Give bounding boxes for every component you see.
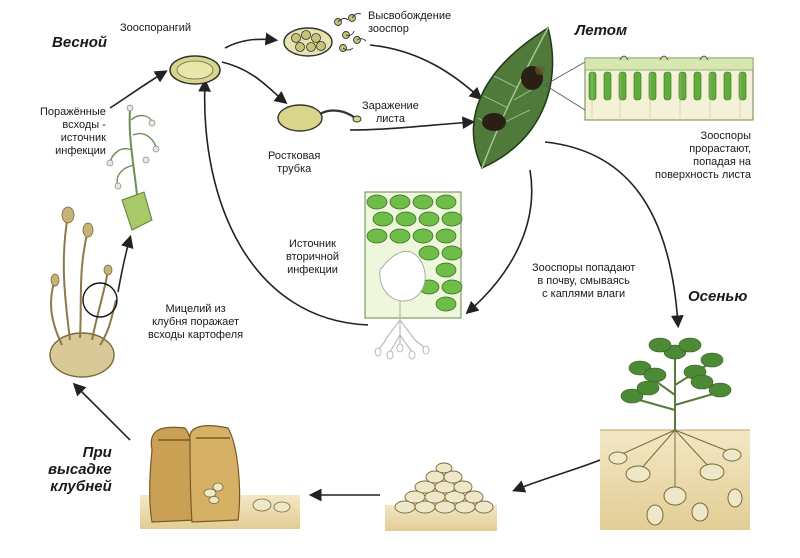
label-zoospores-germinate: Зооспоры прорастают, попадая на поверхно… xyxy=(655,130,752,181)
arrow-sporangium-to-germtube xyxy=(221,61,288,104)
season-planting: При высадке клубней xyxy=(48,444,112,495)
secondary-infection-tissue xyxy=(364,191,463,360)
season-summer: Летом xyxy=(575,22,628,39)
label-germ-tube: Ростковая трубка xyxy=(268,150,321,175)
potato-plant-illustration xyxy=(600,337,750,530)
label-zoosporangium: Зооспорангий xyxy=(120,22,192,34)
cycle-arrows xyxy=(72,32,684,502)
label-leaf-infection: Заражение листа xyxy=(362,100,419,125)
season-spring: Весной xyxy=(52,34,108,51)
leaf-cross-section xyxy=(584,55,754,121)
germ-tube-illustration xyxy=(277,104,362,132)
arrow-secondary-to-sporangium xyxy=(198,78,369,326)
arrow-tuber-to-sprouts xyxy=(117,234,134,293)
season-autumn: Осенью xyxy=(688,288,748,305)
arrow-leaf-to-secondary xyxy=(465,169,533,315)
tuber-pile-illustration xyxy=(385,462,497,531)
infected-sprouts-illustration xyxy=(106,104,160,231)
label-zoospore-release: Высвобождение зооспор xyxy=(368,10,452,35)
infected-leaf-illustration xyxy=(472,26,554,169)
arrow-planting-to-mycelium xyxy=(72,382,131,441)
zoospore-release-illustration xyxy=(283,13,367,57)
label-secondary-source: Источник вторичной инфекции xyxy=(286,238,339,276)
label-infected-sprouts: Поражённые всходы - источник инфекции xyxy=(40,106,106,157)
arrow-leaf-to-autumn xyxy=(544,141,684,329)
arrow-sprouts-to-sporangium xyxy=(109,70,168,109)
label-mycelium: Мицелий из клубня поражает всходы картоф… xyxy=(148,303,244,341)
sprouting-tuber-illustration xyxy=(49,206,118,378)
arrow-release-to-leaf xyxy=(369,44,483,101)
arrow-sporangium-to-release xyxy=(224,32,279,49)
sacks-illustration xyxy=(140,425,300,529)
zoosporangium-illustration xyxy=(169,55,221,85)
label-zoospores-soil: Зооспоры попадают в почву, смываясь с ка… xyxy=(532,262,636,300)
leaf-callout-line xyxy=(544,61,586,111)
arrow-germtube-to-leaf xyxy=(349,116,476,131)
arrow-plant-to-pile xyxy=(512,459,601,493)
